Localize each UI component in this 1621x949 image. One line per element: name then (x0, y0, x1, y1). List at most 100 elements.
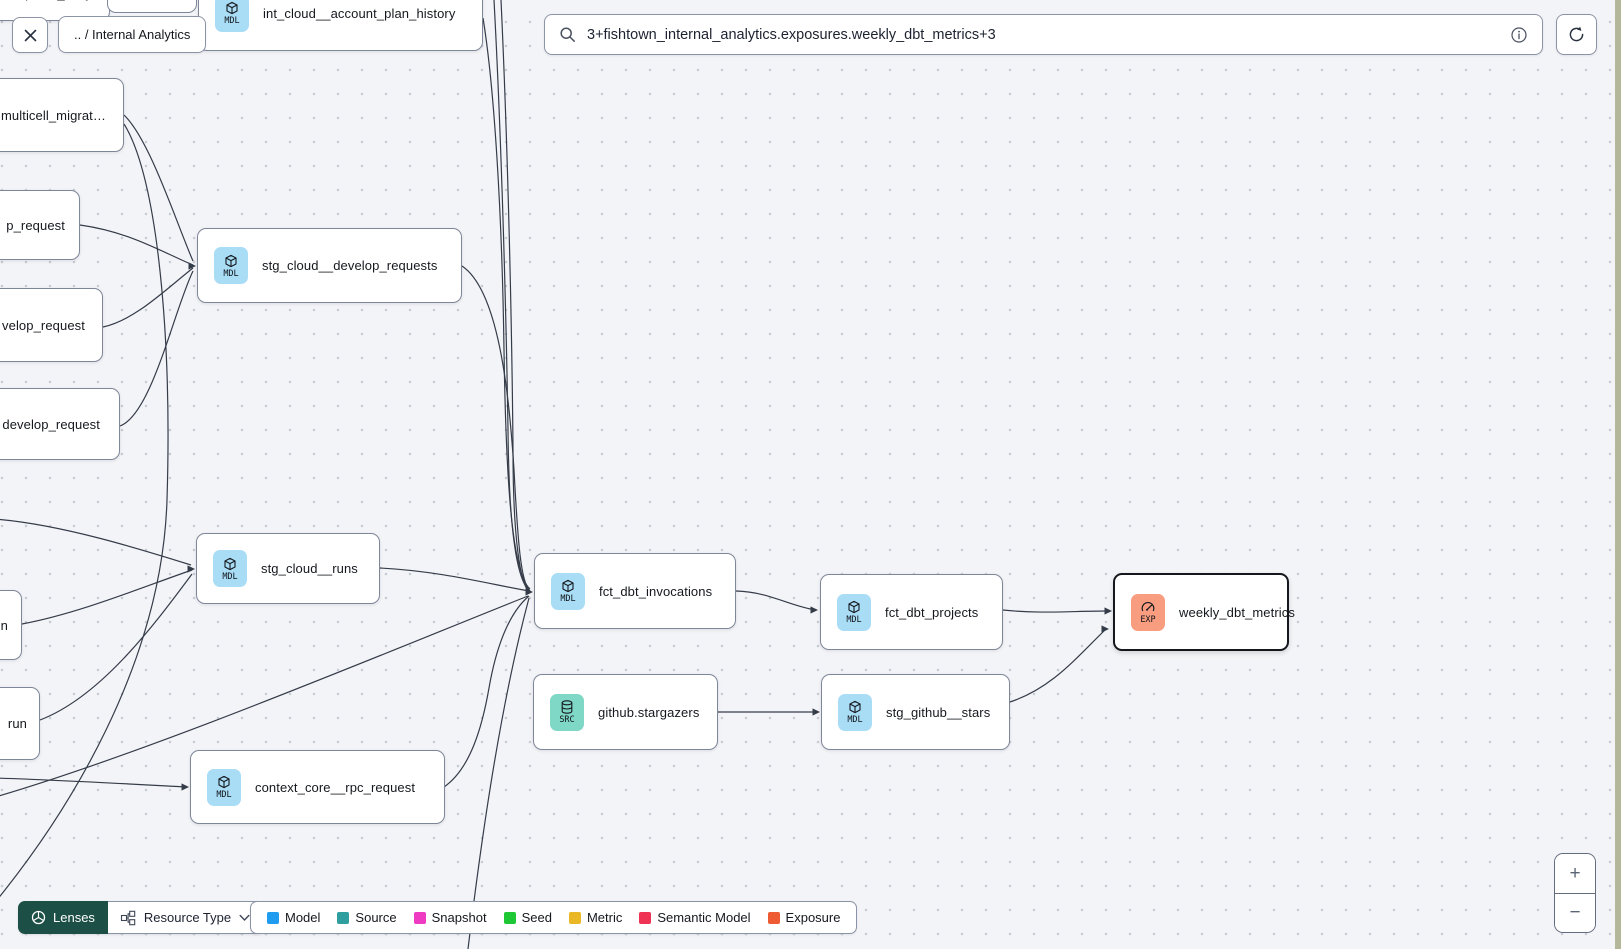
model-icon (222, 556, 238, 572)
resource-type-label: Resource Type (143, 910, 232, 925)
legend-swatch (767, 911, 780, 924)
exposure-icon (1140, 599, 1156, 615)
legend-item-source: Source (337, 910, 397, 925)
node-label: int_cloud__account_plan_history (263, 5, 456, 21)
legend-swatch (413, 911, 426, 924)
graph-node-multicell_migrat[interactable]: multicell_migrat… (0, 78, 124, 152)
resource-badge: MDL (222, 571, 238, 582)
resource-badge: MDL (216, 790, 232, 801)
node-label: stg_cloud__runs (261, 561, 358, 576)
resource-type-chip: MDL (551, 572, 585, 610)
lenses-label: Lenses (53, 910, 95, 925)
graph-node-stg_github__stars[interactable]: MDL stg_github__stars (821, 674, 1010, 750)
legend-swatch (503, 911, 516, 924)
graph-node-run_partial[interactable]: run (0, 687, 40, 760)
legend-swatch (267, 911, 279, 924)
zoom-out-button[interactable]: − (1555, 892, 1595, 932)
resource-badge: MDL (224, 16, 240, 27)
legend-label: Semantic Model (657, 910, 751, 925)
graph-node-stg_cloud__runs[interactable]: MDL stg_cloud__runs (196, 533, 380, 604)
resource-badge: EXP (1140, 615, 1156, 626)
legend-swatch (568, 911, 581, 924)
resource-type-chip: MDL (207, 768, 241, 806)
chevron-down-icon (239, 914, 250, 921)
search-bar (544, 14, 1543, 55)
model-icon (847, 699, 863, 715)
legend-item-semantic-model: Semantic Model (639, 910, 751, 925)
node-label: weekly_dbt_metrics (1179, 604, 1295, 620)
node-label: n (0, 617, 8, 633)
legend-label: Seed (521, 910, 552, 925)
search-input[interactable] (585, 25, 1501, 44)
info-icon[interactable] (1510, 26, 1528, 44)
node-label: stg_github__stars (886, 704, 991, 720)
resource-type-icon (120, 910, 136, 925)
graph-node-fct_dbt_projects[interactable]: MDL fct_dbt_projects (820, 574, 1003, 650)
lenses-icon (31, 910, 46, 925)
legend-swatch (337, 911, 350, 924)
search-icon (560, 27, 575, 42)
resource-type-chip: MDL (837, 593, 871, 631)
model-icon (216, 774, 232, 790)
breadcrumb-label: .. / Internal Analytics (74, 27, 191, 42)
model-icon (223, 253, 239, 269)
graph-node-stg_cloud__develop_requests[interactable]: MDL stg_cloud__develop_requests (197, 228, 462, 303)
model-icon (846, 599, 862, 615)
resource-type-chip: MDL (215, 0, 249, 32)
resource-badge: SRC (559, 715, 575, 726)
resource-badge: MDL (846, 615, 862, 626)
resource-type-dropdown[interactable]: Resource Type (107, 901, 264, 934)
lenses-toolbar: Lenses Resource Type (18, 901, 264, 934)
refresh-button[interactable] (1556, 14, 1597, 55)
graph-node-context_core__rpc_request[interactable]: MDL context_core__rpc_request (190, 750, 445, 824)
node-label: multicell_migrat… (0, 107, 106, 123)
node-label: run (7, 716, 27, 731)
graph-node-fct_dbt_invocations[interactable]: MDL fct_dbt_invocations (534, 553, 736, 629)
node-label: github.stargazers (598, 704, 700, 720)
legend-swatch (639, 911, 652, 924)
node-label: context_core__rpc_request (255, 779, 416, 795)
graph-node-n_partial[interactable]: n (0, 590, 22, 660)
node-label: fct_dbt_projects (885, 604, 979, 620)
node-label: snapshot_daily (4, 0, 92, 1)
graph-node-int_cloud__account_plan_history[interactable]: MDL int_cloud__account_plan_history (198, 0, 483, 51)
graph-node-velop_request[interactable]: velop_request (0, 288, 103, 362)
close-button[interactable] (12, 17, 48, 53)
model-icon (560, 578, 576, 594)
resource-type-chip: MDL (213, 550, 247, 587)
graph-node-p_request[interactable]: p_request (0, 190, 80, 260)
refresh-icon (1569, 26, 1584, 42)
legend-label: Model (285, 910, 321, 925)
graph-node-edge-fragment-box[interactable] (107, 0, 197, 13)
source-icon (559, 699, 575, 715)
lenses-button[interactable]: Lenses (18, 901, 108, 934)
zoom-in-button[interactable]: + (1555, 854, 1595, 893)
legend-item-model: Model (267, 910, 320, 925)
legend-label: Exposure (785, 910, 841, 925)
node-label: stg_cloud__develop_requests (262, 258, 438, 273)
graph-node-develop_request[interactable]: develop_request (0, 388, 120, 460)
resource-badge: MDL (560, 594, 576, 605)
node-label: velop_request (2, 317, 85, 333)
model-icon (224, 0, 240, 16)
breadcrumb[interactable]: .. / Internal Analytics (58, 16, 207, 53)
desktop-edge-strip (1615, 0, 1621, 949)
graph-node-github.stargazers[interactable]: SRC github.stargazers (533, 674, 718, 750)
legend-item-exposure: Exposure (767, 910, 841, 925)
graph-node-weekly_dbt_metrics[interactable]: EXP weekly_dbt_metrics (1113, 573, 1295, 651)
resource-type-chip: MDL (838, 693, 872, 731)
legend-label: Metric (586, 910, 623, 925)
resource-badge: MDL (847, 715, 863, 726)
resource-type-chip: EXP (1131, 593, 1165, 631)
legend-item-snapshot: Snapshot (413, 910, 487, 925)
resource-type-chip: MDL (214, 247, 248, 284)
close-icon (24, 29, 36, 41)
legend-item-metric: Metric (568, 910, 623, 925)
node-label: fct_dbt_invocations (599, 583, 713, 599)
resource-type-legend: Model Source Snapshot Seed Metric Semant… (250, 901, 858, 934)
resource-type-chip: SRC (550, 693, 584, 731)
node-label: p_request (6, 217, 65, 233)
zoom-controls: + − (1554, 853, 1596, 933)
legend-label: Snapshot (431, 910, 487, 925)
legend-item-seed: Seed (503, 910, 552, 925)
